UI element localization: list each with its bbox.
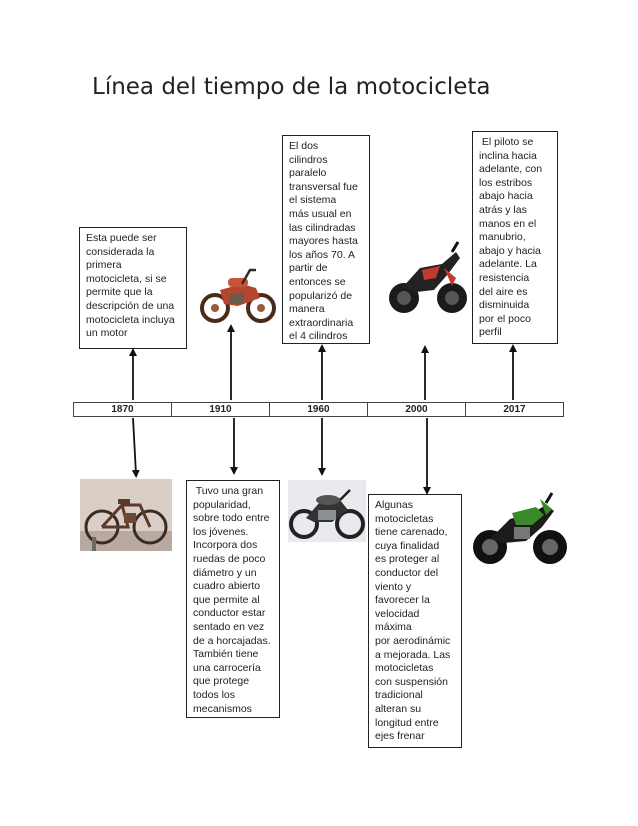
box-text-line: conductor estar — [193, 607, 266, 620]
box-text-line: conductor del — [375, 566, 439, 579]
box-text-line: del aire es — [479, 285, 528, 298]
box-text-line: motocicleta, si se — [86, 272, 167, 285]
box-text-line: Esta puede ser — [86, 232, 157, 244]
box-text-line: adelante. La — [479, 258, 537, 271]
box-text-line: Algunas — [375, 499, 413, 511]
arrow-1870-down — [131, 417, 140, 478]
box-text-line: máxima — [375, 621, 412, 634]
naked-motorcycle-2017-image — [473, 492, 567, 564]
box-text-line: manubrio, — [479, 231, 526, 244]
box-text-line: viento y — [375, 580, 412, 593]
box-text-line: permite que la — [86, 286, 153, 299]
box-text-line: cuadro abierto — [193, 580, 261, 593]
box-text-line: cilindros — [289, 153, 328, 166]
box-text-line: Tuvo una gran — [193, 485, 264, 497]
box-text-line: velocidad — [375, 607, 420, 620]
box-text-line: considerada la — [86, 245, 155, 258]
box-text-line: todos los — [193, 688, 236, 701]
box-text-line: los años 70. A — [289, 248, 355, 261]
timeline-year-1870: 1870 — [74, 403, 172, 416]
timeline-year-1960: 1960 — [270, 403, 368, 416]
timeline-year-1910: 1910 — [172, 403, 270, 416]
box-text-line: sentado en vez — [193, 620, 265, 633]
box-text-line: entonces se — [289, 275, 346, 288]
box-text-line: longitud entre — [375, 716, 439, 729]
box-text-line: que protege — [193, 675, 250, 688]
timeline-year-2000: 2000 — [368, 403, 466, 416]
box-text-line: Incorpora dos — [193, 539, 258, 552]
box-text-line: más usual en — [289, 207, 352, 220]
box-text-line: motocicleta incluya — [86, 313, 175, 326]
sport-motorcycle-2000-image — [389, 241, 467, 313]
box-text-line: manera — [289, 303, 325, 316]
box-text-line: motocicletas — [375, 662, 434, 675]
box-text-line: inclina hacia — [479, 149, 537, 162]
box-text-line: popularidad, — [193, 498, 251, 511]
box-text-line: primera — [86, 259, 122, 272]
box-text-line: El piloto se — [479, 136, 534, 148]
box-text-line: tradicional — [375, 689, 423, 702]
box-text-line: sobre todo entre — [193, 512, 270, 525]
box-text-line: un motor — [86, 327, 128, 340]
box-text-line: cuya finalidad — [375, 539, 440, 552]
box-text-line: es proteger al — [375, 553, 440, 566]
box-text-line: ruedas de poco — [193, 552, 266, 565]
box-text-line: adelante, con — [479, 163, 543, 176]
box-text-line: a mejorada. Las — [375, 648, 451, 661]
box-text-line: una carrocería — [193, 661, 261, 674]
box-text-line: motocicletas — [375, 512, 434, 525]
box-text-line: descripción de una — [86, 299, 175, 312]
box-text-line: manos en el — [479, 217, 537, 230]
box-text-line: mecanismos — [193, 702, 252, 715]
vintage-motorcycle-1910-image — [200, 268, 276, 323]
box-text-line: mayores hasta — [289, 235, 358, 248]
box-text-line: El dos — [289, 140, 319, 152]
box-text-line: atrás y las — [479, 203, 527, 216]
box-text-line: de a horcajadas. — [193, 634, 271, 647]
box-text-line: por el poco — [479, 312, 531, 325]
box-text-line: el sistema — [289, 194, 337, 207]
box-text-line: ejes frenar — [375, 730, 425, 743]
box-text-line: disminuida — [479, 299, 530, 312]
box-text-line: que permite al — [193, 593, 260, 606]
timeline-bar: 1870 1910 1960 2000 2017 — [73, 402, 564, 417]
box-text-line: los jóvenes. — [193, 525, 249, 538]
box-text-line: los estribos — [479, 176, 533, 189]
box-text-line: transversal fue — [289, 180, 358, 193]
box-text-line: favorecer la — [375, 594, 430, 607]
box-text-line: tiene carenado, — [375, 526, 448, 539]
page-title: Línea del tiempo de la motocicleta — [92, 74, 491, 100]
box-text-line: abajo hacia — [479, 190, 533, 203]
box-text-line: extraordinaria — [289, 316, 354, 329]
classic-motorcycle-1960-image — [288, 480, 366, 542]
box-text-line: partir de — [289, 262, 328, 275]
box-text-line: paralelo — [289, 167, 327, 180]
box-text-line: el 4 cilindros — [289, 330, 348, 343]
box-text-line: resistencia — [479, 271, 530, 284]
box-text-line: popularizó de — [289, 289, 353, 302]
box-text-line: con suspensión — [375, 675, 448, 688]
box-text-line: por aerodinámic — [375, 634, 451, 647]
box-text-line: También tiene — [193, 648, 259, 661]
box-text-line: las cilindradas — [289, 221, 356, 234]
box-text-line: alteran su — [375, 702, 422, 715]
early-motorcycle-1870-image — [80, 479, 172, 551]
timeline-year-2017: 2017 — [503, 404, 526, 415]
box-text-line: abajo y hacia — [479, 244, 541, 257]
box-text-line: perfil — [479, 326, 502, 339]
box-text-line: diámetro y un — [193, 566, 257, 579]
